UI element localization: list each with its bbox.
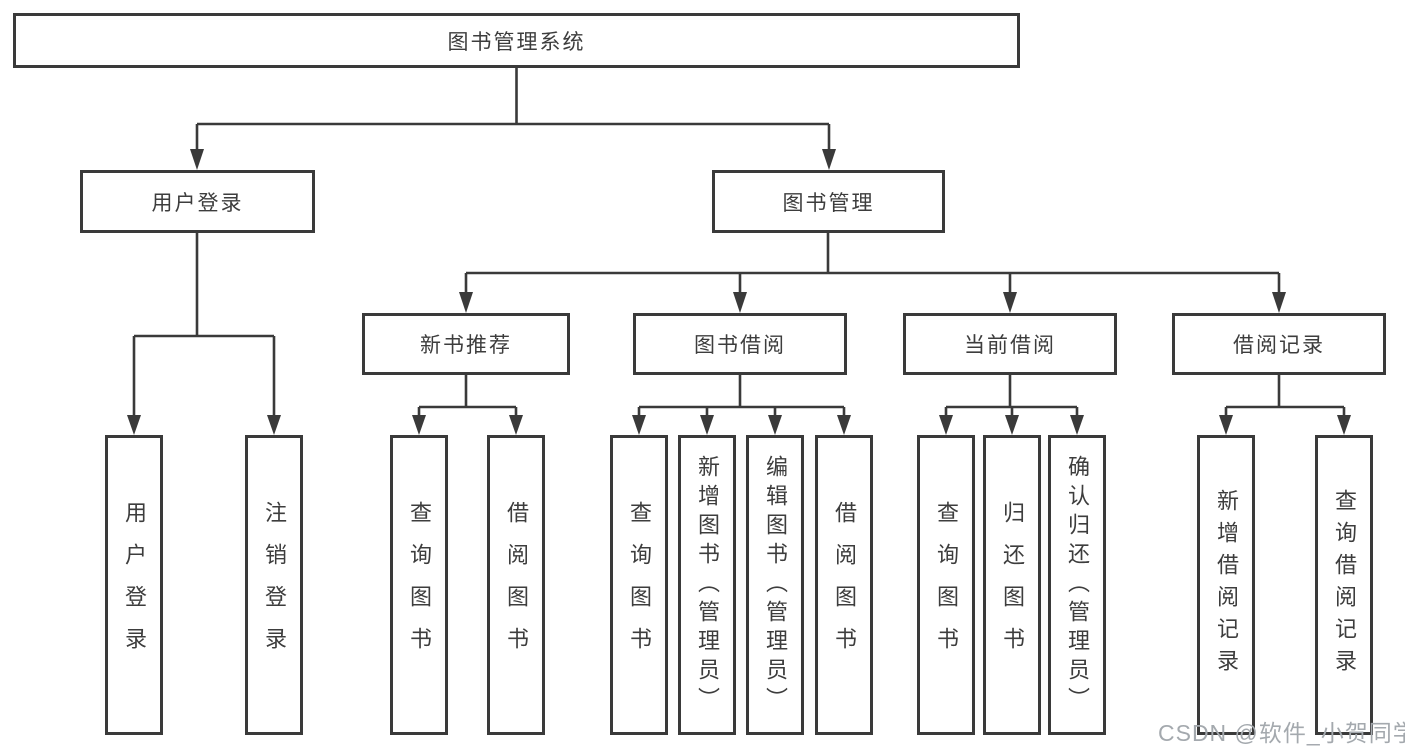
leaf-user-login: 用户登录 [105, 435, 163, 735]
node-label: 注销登录 [262, 501, 287, 669]
node-library-management-system: 图书管理系统 [13, 13, 1020, 68]
leaf-edit-books-admin: 编辑图书（管理员） [746, 435, 804, 735]
node-label: 确认归还（管理员） [1065, 454, 1090, 716]
leaf-add-books-admin: 新增图书（管理员） [678, 435, 736, 735]
leaf-query-books-borrowing: 查询图书 [610, 435, 668, 735]
csdn-watermark: CSDN @软件_小贺同学 [1158, 720, 1405, 746]
node-label: 查询借阅记录 [1332, 489, 1357, 681]
node-current-borrowing: 当前借阅 [903, 313, 1117, 375]
node-label: 借阅记录 [1233, 334, 1325, 357]
node-label: 查询图书 [627, 501, 652, 669]
leaf-borrow-books-recommend: 借阅图书 [487, 435, 545, 735]
leaf-confirm-return-admin: 确认归还（管理员） [1048, 435, 1106, 735]
leaf-logout: 注销登录 [245, 435, 303, 735]
node-label: 编辑图书（管理员） [763, 454, 788, 716]
node-label: 图书管理系统 [447, 30, 586, 54]
node-label: 归还图书 [1000, 501, 1025, 669]
node-label: 查询图书 [407, 501, 432, 669]
node-user-login: 用户登录 [80, 170, 315, 233]
node-book-management: 图书管理 [712, 170, 945, 233]
leaf-query-borrow-record: 查询借阅记录 [1315, 435, 1373, 735]
node-label: 新增图书（管理员） [695, 454, 720, 716]
node-label: 当前借阅 [964, 334, 1056, 357]
leaf-return-books: 归还图书 [983, 435, 1041, 735]
node-new-book-recommendation: 新书推荐 [362, 313, 570, 375]
node-label: 用户登录 [151, 191, 244, 215]
node-label: 新书推荐 [420, 334, 512, 357]
node-label: 用户登录 [122, 501, 147, 669]
node-label: 图书管理 [782, 191, 875, 215]
leaf-query-books-current: 查询图书 [917, 435, 975, 735]
node-borrowing-records: 借阅记录 [1172, 313, 1386, 375]
node-label: 查询图书 [934, 501, 959, 669]
leaf-borrow-books: 借阅图书 [815, 435, 873, 735]
leaf-add-borrow-record: 新增借阅记录 [1197, 435, 1255, 735]
node-book-borrowing: 图书借阅 [633, 313, 847, 375]
leaf-query-books-recommend: 查询图书 [390, 435, 448, 735]
node-label: 借阅图书 [504, 501, 529, 669]
node-label: 图书借阅 [694, 334, 786, 357]
node-label: 借阅图书 [832, 501, 857, 669]
node-label: 新增借阅记录 [1214, 489, 1239, 681]
